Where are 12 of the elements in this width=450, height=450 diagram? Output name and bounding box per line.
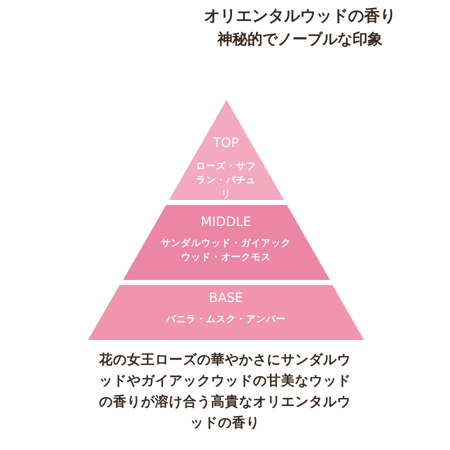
pyramid-tier bbox=[168, 100, 284, 200]
subtitle: 神秘的でノーブルな印象 bbox=[216, 30, 384, 49]
tier-heading: MIDDLE bbox=[200, 215, 252, 230]
title: オリエンタルウッドの香り bbox=[203, 6, 397, 27]
note-list: バニラ・ムスク・アンバー bbox=[126, 313, 326, 327]
tier-heading: BASE bbox=[208, 291, 244, 306]
pyramid-tier bbox=[88, 285, 364, 340]
pyramid-tier bbox=[122, 205, 330, 280]
caption: 花の女王ローズの華やかさにサンダルウッドやガイアックウッドの甘美なウッドの香りが溶け合う高貴なオリエンタルウッドの香り bbox=[98, 351, 352, 433]
tier-heading: TOP bbox=[212, 136, 240, 151]
note-list: サンダルウッド・ガイアックウッド・オークモス bbox=[160, 237, 292, 265]
note-list: ローズ・サフラン・パチュリ bbox=[192, 160, 260, 202]
